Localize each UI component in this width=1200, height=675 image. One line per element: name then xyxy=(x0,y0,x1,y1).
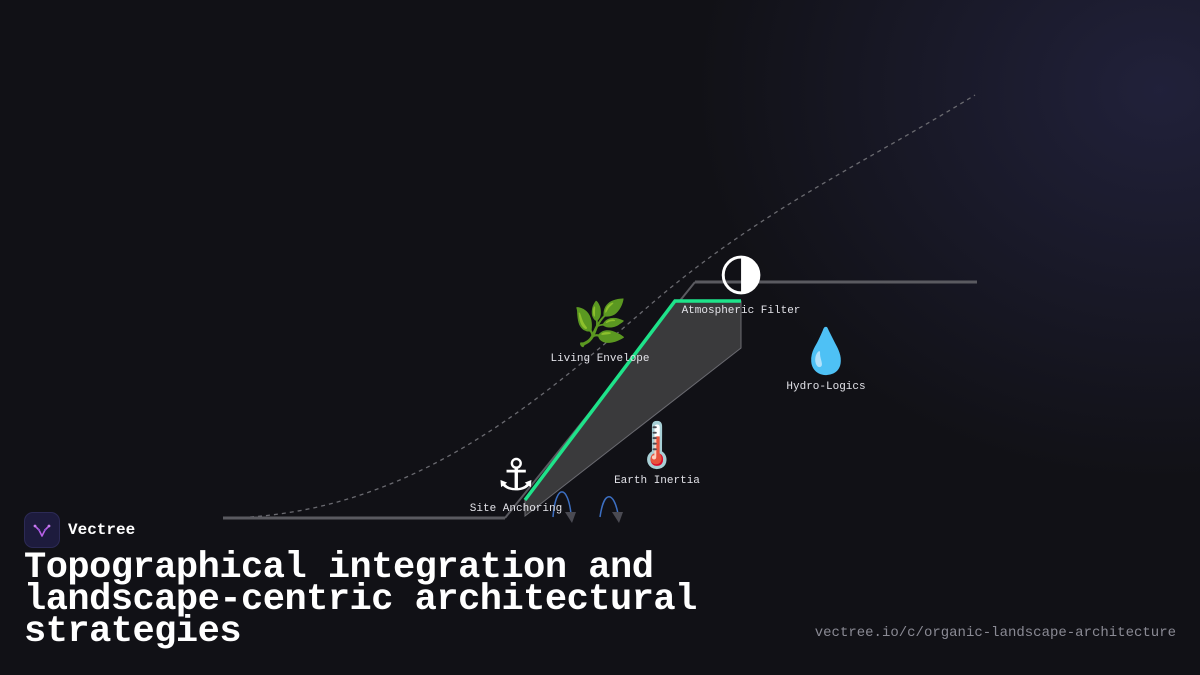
thermometer-icon: 🌡️ xyxy=(629,420,685,471)
vectree-logo-icon xyxy=(24,512,60,548)
hydro-logics-label: Hydro-Logics xyxy=(786,381,866,393)
water-arrow-2 xyxy=(599,496,619,518)
page-title: Topographical integration and landscape-… xyxy=(24,547,697,653)
atmospheric-filter-label: Atmospheric Filter xyxy=(681,305,801,317)
brand-name: Vectree xyxy=(68,521,136,539)
site-anchoring-label: Site Anchoring xyxy=(469,503,563,515)
green-roof-outline xyxy=(523,299,741,502)
water-arrow-1-head xyxy=(565,512,576,523)
brand: Vectree xyxy=(24,512,135,548)
terrain-dashed-curve xyxy=(249,94,976,518)
living-envelope-label: Living Envelope xyxy=(550,353,650,365)
anchor-icon: ⚓ xyxy=(496,450,536,501)
source-url[interactable]: vectree.io/c/organic-landscape-architect… xyxy=(814,625,1176,641)
water-arrow-2-head xyxy=(612,512,623,523)
earth-inertia-label: Earth Inertia xyxy=(614,475,700,487)
water-arrow-1 xyxy=(552,491,572,518)
leaf-icon: 🌿 xyxy=(572,298,628,349)
droplet-icon: 💧 xyxy=(798,326,854,377)
moon-icon: 🌗 xyxy=(718,251,764,302)
